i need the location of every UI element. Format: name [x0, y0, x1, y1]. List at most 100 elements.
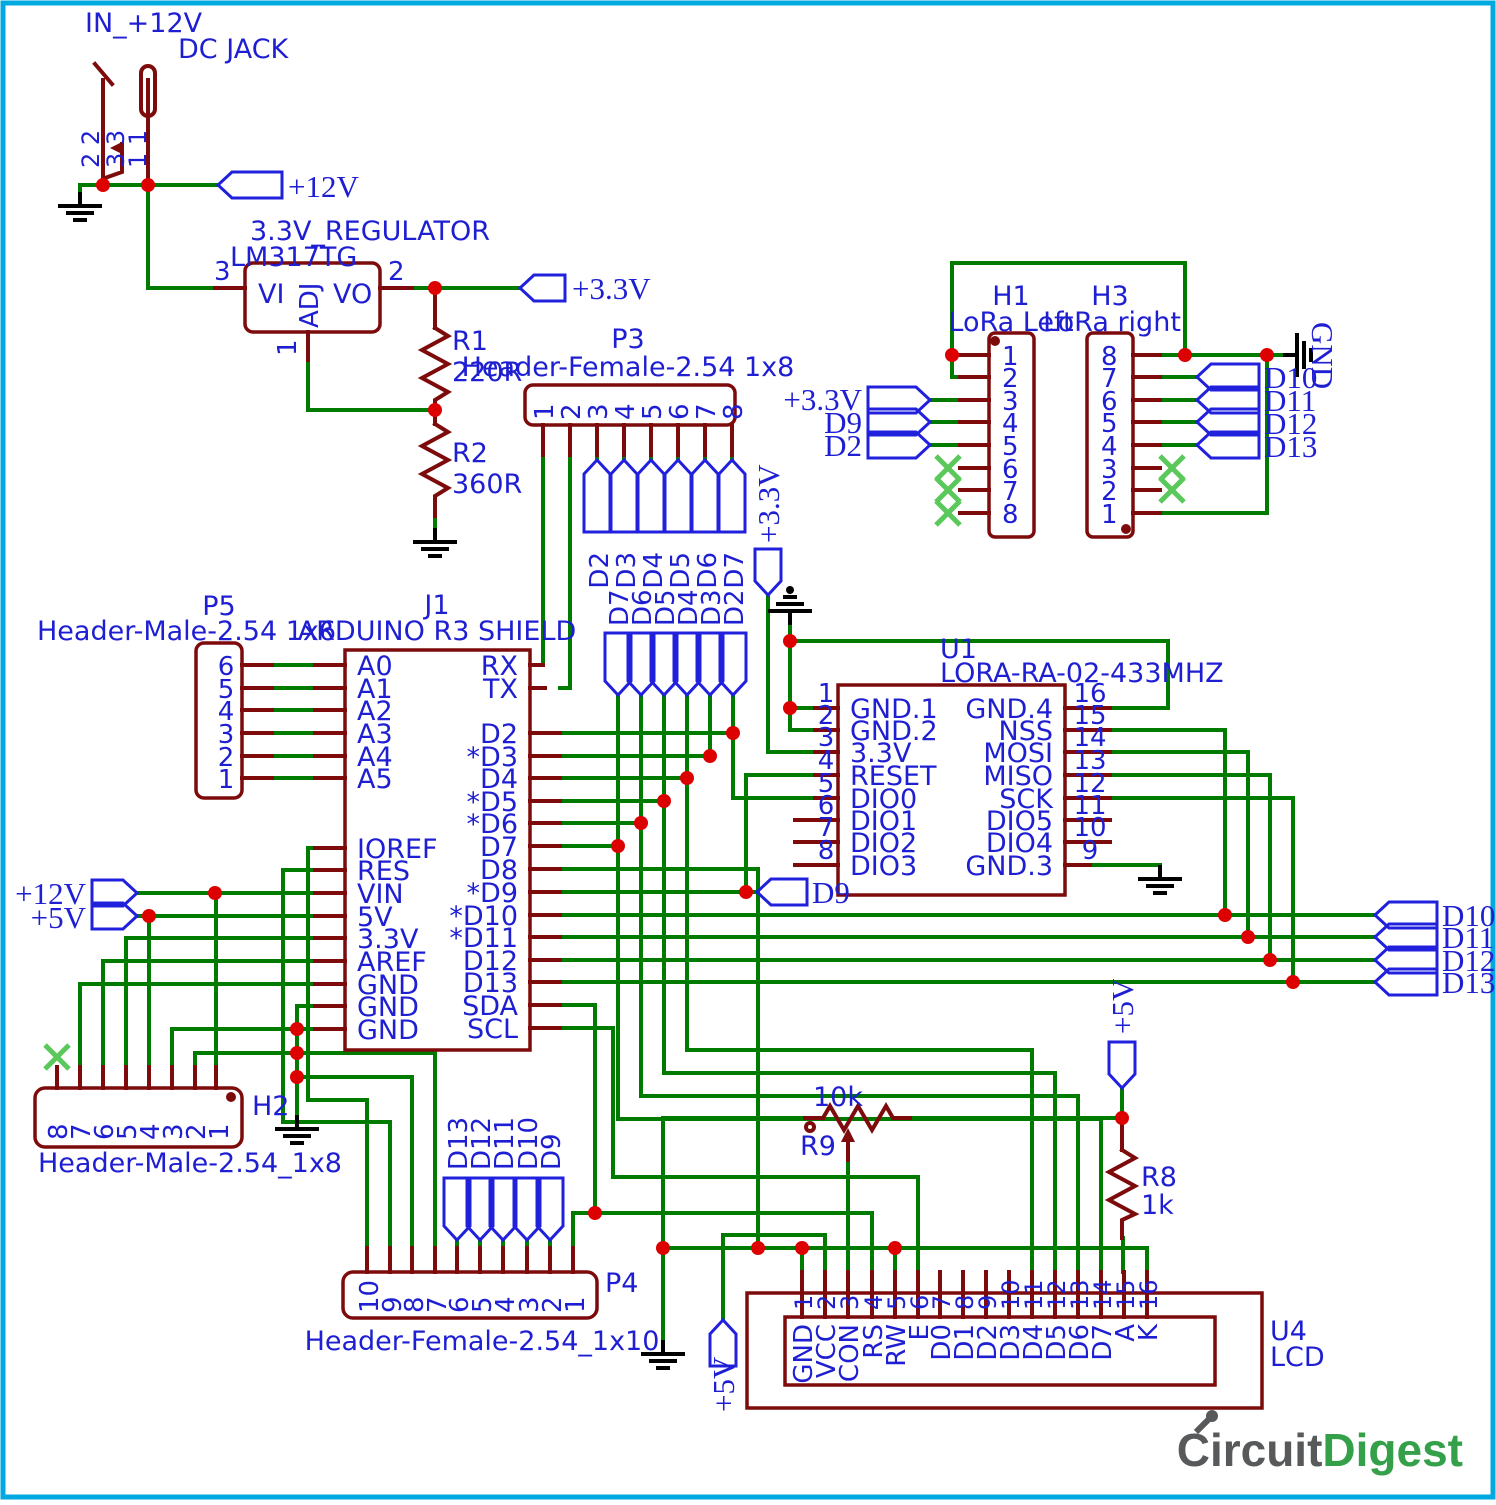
ground-icon	[1136, 863, 1184, 895]
jack-pin-2: 2 2	[77, 130, 105, 168]
h2-pin: 7	[67, 1123, 97, 1140]
u1-labels: U1 LORA-RA-02-433MHZ 1 2 3 4 5 6 7 8 GND…	[751, 464, 1224, 910]
p3-flag-label: D5	[666, 552, 696, 589]
j1-pin-vin: VIN	[357, 879, 404, 910]
u1-lnum: 8	[818, 836, 835, 866]
h1-pin1-mark	[990, 336, 1000, 346]
net-d10: D10	[1442, 898, 1495, 933]
junction-dots	[96, 178, 1300, 1255]
p3-flag-label: D7	[720, 552, 750, 589]
u1-lnum: 5	[818, 769, 835, 799]
flag-p3-d5	[663, 457, 693, 534]
h3-pin: 2	[1101, 477, 1118, 507]
net-flags	[90, 170, 1439, 1368]
p5-outline	[194, 641, 244, 800]
u1-lnum: 2	[818, 701, 835, 731]
u4-name: GND	[789, 1324, 819, 1384]
net-d9: D9	[812, 875, 850, 910]
u4-name: D0	[927, 1324, 957, 1361]
u4-num: 4	[860, 1295, 888, 1310]
u1-part: LORA-RA-02-433MHZ	[940, 658, 1224, 689]
u1-lname: DIO0	[850, 784, 917, 815]
no-connect-marks	[43, 454, 1186, 1071]
j1-pin-res: RES	[357, 856, 410, 887]
u1-lname: DIO2	[850, 828, 917, 859]
net-gnd-top: GND	[1305, 322, 1340, 389]
left-net-labels: +12V +5V	[15, 876, 86, 935]
r8-ref: R8	[1141, 1162, 1177, 1193]
j1-flag-d2: D2	[720, 589, 750, 626]
h1-ref: H1	[992, 281, 1029, 312]
u4-num: 16	[1135, 1279, 1163, 1310]
h3-flag-d10: D10	[1264, 360, 1317, 395]
r2-ref: R2	[452, 438, 488, 469]
h2-pin: 2	[182, 1123, 212, 1140]
svg-text:CircuitDigest: CircuitDigest	[1177, 1424, 1463, 1476]
p3-flag-label: D3	[612, 552, 642, 589]
p3-flag-label: D2	[585, 552, 615, 589]
h3-outline	[1085, 331, 1135, 539]
j1-pin-d7: D7	[480, 832, 518, 863]
r9-val: 10k	[813, 1082, 863, 1113]
regulator-adj: ADJ	[295, 283, 325, 328]
u4-num: 8	[951, 1295, 979, 1310]
h1-flag-d2: D2	[824, 428, 862, 463]
h3-flag-d11: D11	[1264, 383, 1316, 418]
h2-ref: H2	[252, 1091, 289, 1122]
p5-labels: P5 Header-Male-2.54 1x6 6 5 4 3 2 1	[37, 591, 336, 795]
ground-dot	[786, 586, 794, 594]
j1-pin-d13: D13	[463, 968, 518, 999]
h3-pin: 6	[1101, 387, 1118, 417]
u4-num: 6	[906, 1295, 934, 1310]
net-d11: D11	[1442, 920, 1494, 955]
u4-ref: U4	[1270, 1316, 1307, 1347]
j1-flag-d3: D3	[697, 589, 727, 626]
r2-val: 360R	[452, 469, 522, 500]
flag-plus12v-top	[215, 170, 284, 200]
u4-num: 10	[997, 1279, 1025, 1310]
flag-p3-d3	[609, 457, 639, 534]
p4-pin: 9	[378, 1296, 408, 1313]
h3-flag-d13: D13	[1264, 429, 1317, 464]
flag-plus5v-left	[90, 901, 140, 931]
j1-pin-ioref: IOREF	[357, 834, 438, 865]
dc-jack-label: DC JACK	[178, 34, 290, 65]
flag-p4-d9	[535, 1176, 565, 1243]
p3-pin: 2	[557, 403, 587, 420]
j1-pin-d10: *D10	[449, 901, 518, 932]
h1-pin: 1	[1002, 342, 1019, 372]
u4-name: K	[1134, 1323, 1164, 1341]
component-pins	[55, 61, 1162, 1319]
resistor-r2-body	[417, 421, 453, 502]
j1-pin-3v3: 3.3V	[357, 924, 419, 955]
j1-pin-5v: 5V	[357, 902, 393, 933]
u4-labels: U4 LCD 1 2 3 4 5 6 7 8 9 10 11 12 13 14 …	[789, 1279, 1325, 1383]
u4-num: 9	[974, 1295, 1002, 1310]
j1-pin-d6: *D6	[467, 809, 518, 840]
u4-outer-outline	[745, 1291, 1264, 1410]
j1-pin-a0: A0	[357, 651, 393, 682]
j1-flag-d6: D6	[628, 589, 658, 626]
net-d13: D13	[1442, 965, 1495, 1000]
u1-rname: MISO	[983, 761, 1053, 792]
j1-pin-d3: *D3	[467, 742, 518, 773]
p3-pin: 8	[719, 403, 749, 420]
regulator-outline	[243, 261, 382, 334]
u1-lnum: 3	[818, 723, 835, 753]
u1-rname: DIO5	[986, 806, 1053, 837]
h2-outline	[33, 1086, 244, 1149]
u4-num: 5	[883, 1295, 911, 1310]
p3-flag-label: D4	[639, 552, 669, 589]
h1-pin: 7	[1002, 477, 1019, 507]
p5-pin: 1	[218, 765, 235, 795]
flag-j1-d2	[718, 631, 748, 698]
r8-r9-labels: 10k R9 R8 1k +5V +5V	[706, 978, 1177, 1412]
ground-icon	[56, 190, 104, 222]
u4-num: 12	[1043, 1279, 1071, 1310]
u1-rnum: 15	[1073, 701, 1106, 731]
h3-pin: 8	[1101, 342, 1118, 372]
p4-pin: 1	[561, 1296, 591, 1313]
j1-pin-scl: SCL	[467, 1014, 518, 1045]
